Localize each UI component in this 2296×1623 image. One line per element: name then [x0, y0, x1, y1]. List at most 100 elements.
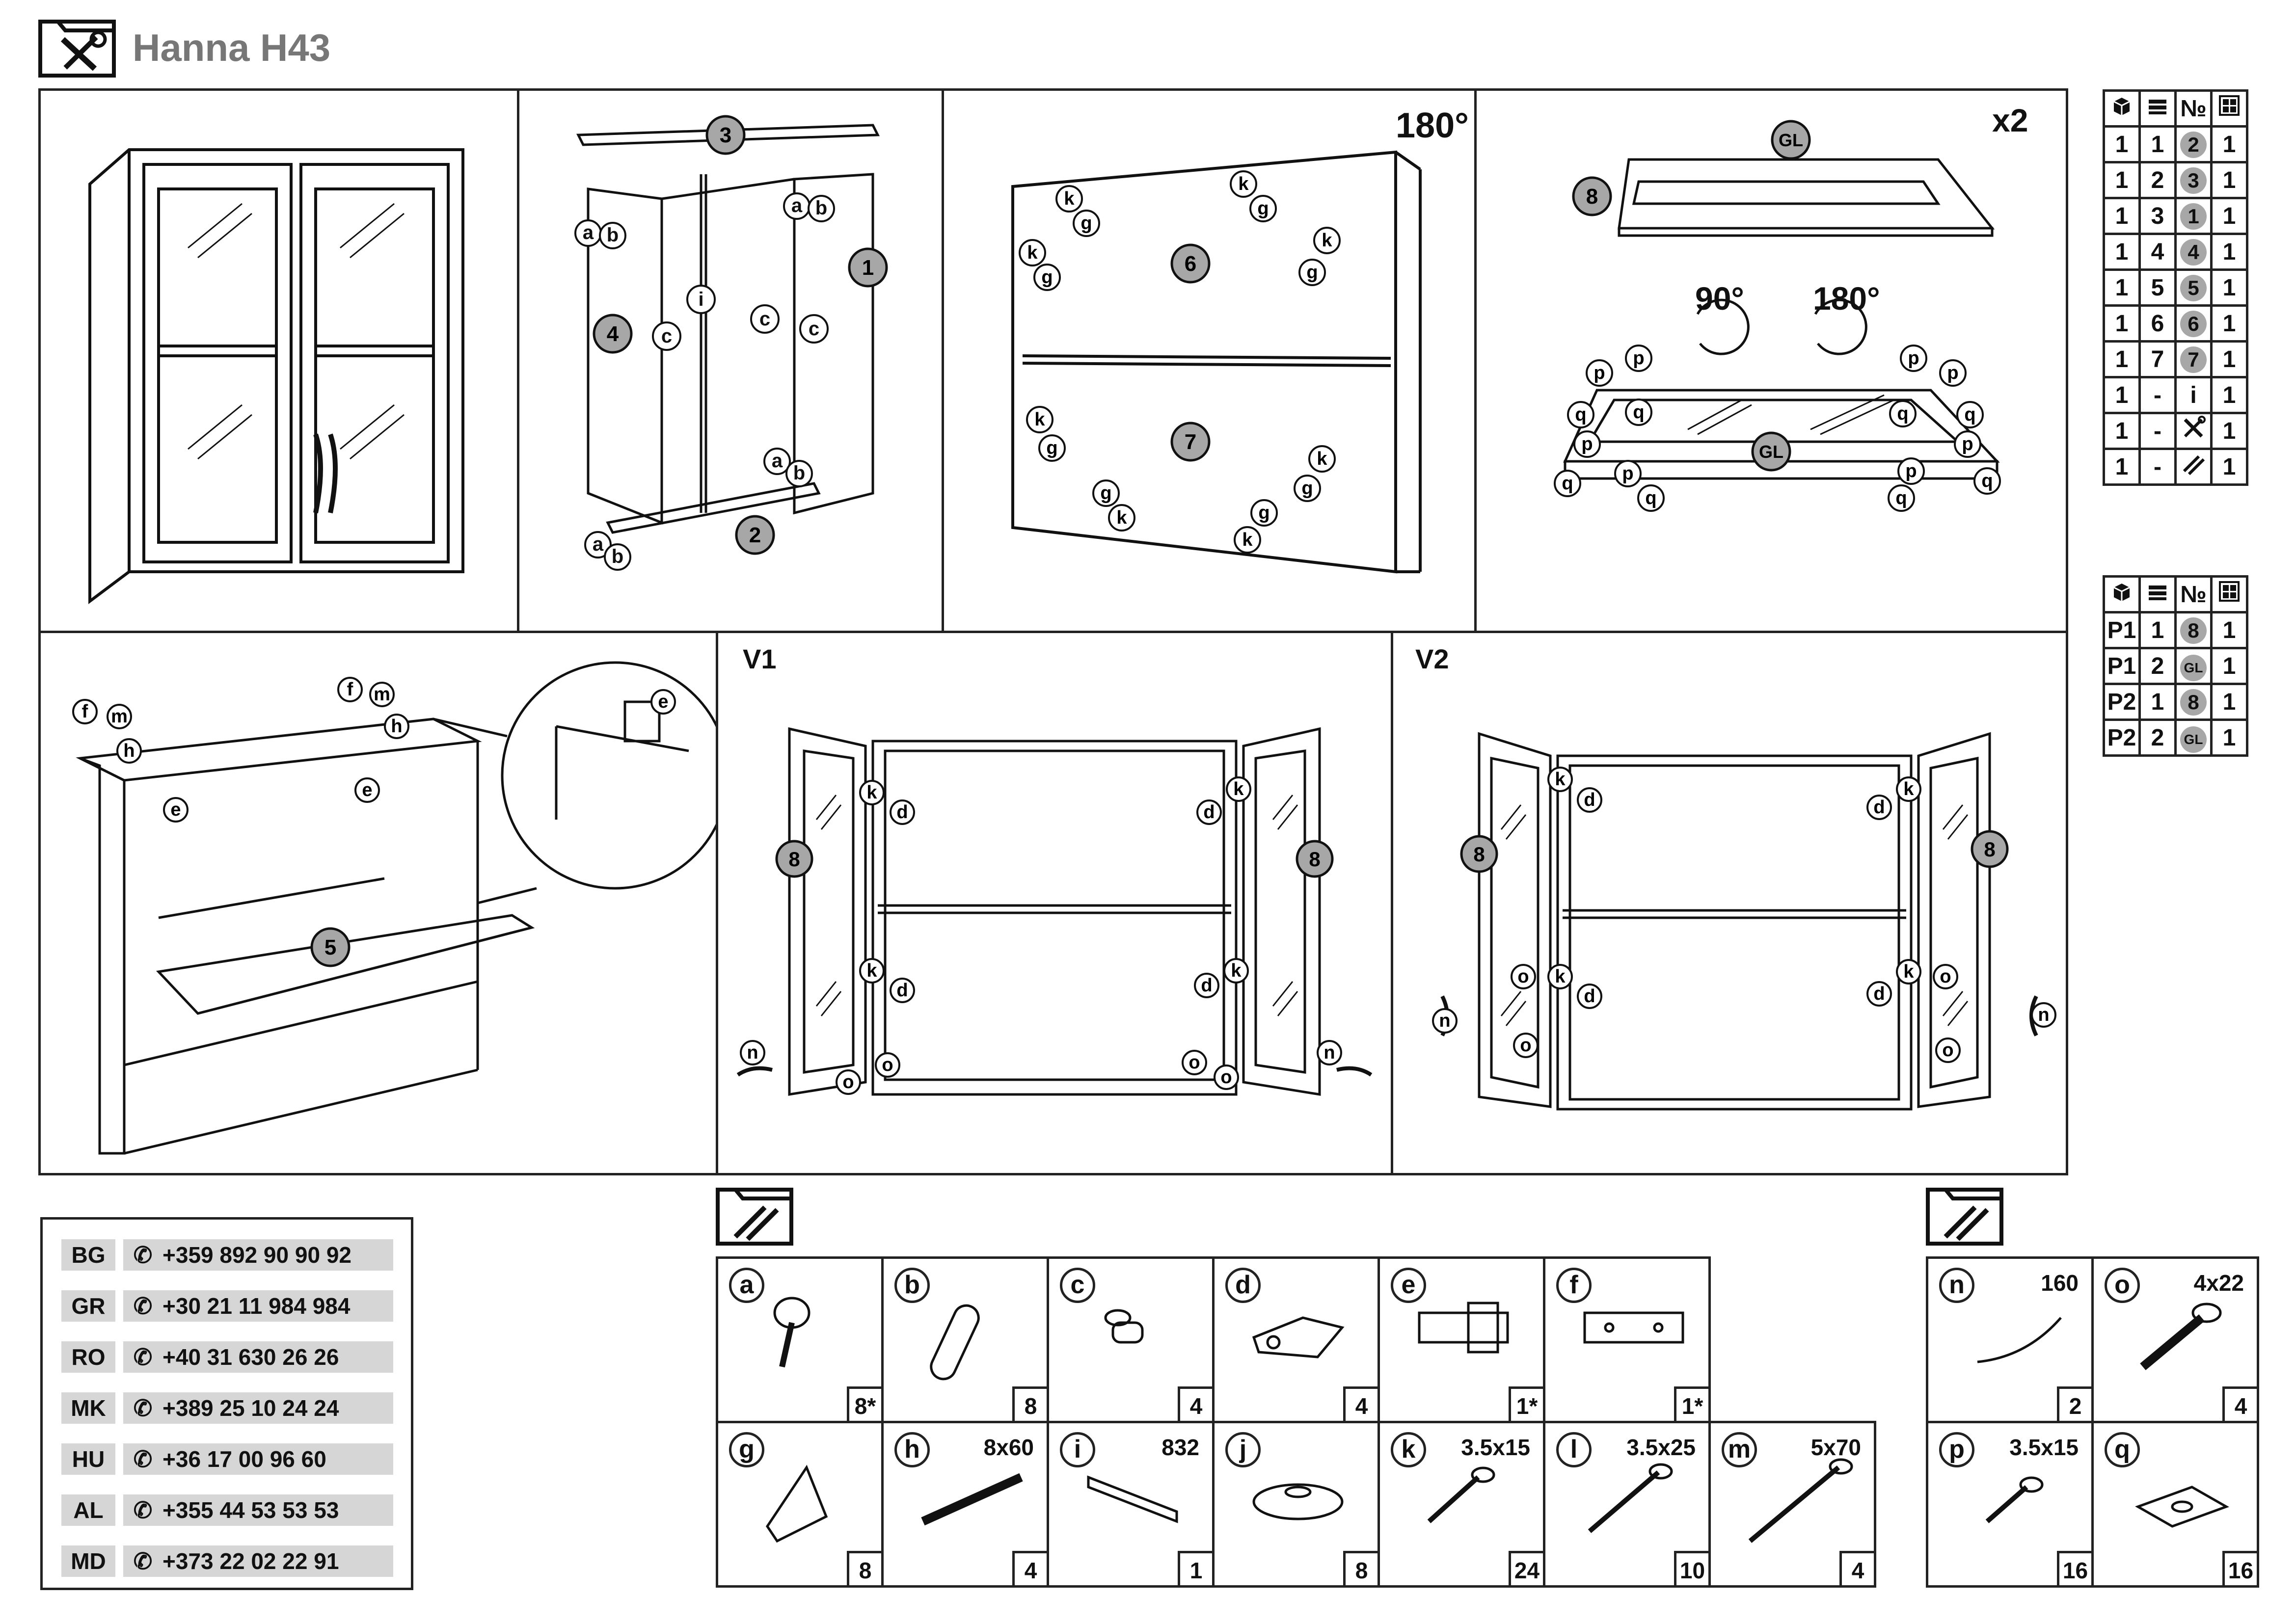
hardware-quantity: 16 [2222, 1551, 2257, 1585]
svg-text:k: k [1242, 530, 1253, 550]
table-cell: 2 [2138, 647, 2177, 685]
table-cell: 1 [2210, 197, 2248, 235]
svg-text:g: g [1046, 438, 1057, 458]
table-cell: - [2138, 412, 2177, 450]
table-cell: 1 [2174, 197, 2213, 235]
part-number-badge: GL [2180, 726, 2207, 753]
table-cell: 6 [2138, 304, 2177, 343]
hardware-size: 8x60 [983, 1435, 1034, 1460]
svg-text:2: 2 [749, 523, 761, 547]
svg-text:k: k [1027, 242, 1038, 263]
svg-text:g: g [1100, 483, 1111, 504]
phone-icon: ✆ [133, 1548, 153, 1574]
svg-text:GL: GL [1759, 442, 1783, 462]
part-8-label-v2-right: 8 [1971, 830, 2009, 868]
step-4-panel: GL 8 GL p p p p q q q q p p q q p q p q … [1474, 88, 2068, 633]
part-5-label: 5 [310, 927, 351, 967]
table-cell: 1 [2210, 611, 2248, 649]
svg-text:8: 8 [788, 848, 800, 871]
page-title: Hanna H43 [133, 26, 331, 69]
svg-text:k: k [866, 960, 877, 981]
phone-icon: ✆ [133, 1497, 153, 1523]
tools-icon [38, 20, 116, 78]
table-cell: 1 [2103, 161, 2141, 199]
hardware-size: 3.5x15 [2009, 1435, 2079, 1460]
hardware-letter: p [1939, 1432, 1974, 1467]
svg-text:k: k [1238, 174, 1249, 194]
header-number: № [2174, 575, 2213, 613]
tools-icon [2184, 416, 2206, 438]
hardware-letter: k [1391, 1432, 1426, 1467]
back-panel-diagram: 6 7 k g k g k g k g k g k g g k g k [1011, 150, 1422, 574]
table-cell: 2 [2174, 125, 2213, 163]
table-cell: 1 [2138, 611, 2177, 649]
hardware-quantity: 4 [2222, 1386, 2257, 1421]
rotation-label: 180° [1396, 106, 1469, 145]
svg-text:k: k [1231, 960, 1242, 981]
hardware-letter: c [1060, 1268, 1095, 1303]
phone-icon: ✆ [133, 1293, 153, 1319]
part-number-badge: 7 [2180, 346, 2207, 373]
svg-text:o: o [882, 1055, 893, 1075]
grid-icon [2210, 89, 2248, 128]
table-cell: 7 [2138, 340, 2177, 378]
svg-text:8: 8 [1309, 848, 1320, 871]
svg-text:q: q [1964, 404, 1975, 425]
hardware-letter: n [1939, 1268, 1974, 1303]
table-cell: 1 [2138, 125, 2177, 163]
table-cell: GL [2174, 718, 2213, 757]
table-cell: 1 [2103, 376, 2141, 414]
svg-text:p: p [1905, 461, 1917, 481]
svg-text:d: d [1584, 986, 1595, 1007]
part-8-label-v1-right: 8 [1296, 840, 1334, 878]
svg-text:a: a [791, 195, 803, 216]
cabinet-front-view [88, 148, 464, 604]
svg-text:n: n [1324, 1042, 1335, 1063]
table-cell: 1 [2210, 125, 2248, 163]
svg-text:k: k [1034, 409, 1045, 430]
screws-icon [2183, 455, 2205, 476]
variant-v2-label: V2 [1415, 643, 1449, 674]
carcass-assembly-diagram: 3 4 1 2 c i c c a b a b a b a b [574, 115, 888, 571]
svg-text:g: g [1041, 267, 1053, 288]
stack-icon [2138, 575, 2177, 613]
step-5-panel: 5 f m h f m h e e e [38, 631, 721, 1175]
step-1-panel [38, 88, 519, 633]
svg-text:8: 8 [1984, 838, 1995, 861]
table-cell: 5 [2138, 268, 2177, 307]
table-cell: - [2138, 448, 2177, 486]
table-row: 1-1 [2103, 412, 2248, 450]
table-cell: 1 [2210, 376, 2248, 414]
svg-text:m: m [111, 706, 128, 727]
phone-number: ✆+40 31 630 26 26 [123, 1341, 393, 1373]
part-3-label: 3 [705, 115, 746, 155]
svg-text:o: o [1517, 966, 1529, 987]
glass-door-diagram: GL 8 GL p p p p q q q q p p q q p q p q [1554, 120, 2001, 512]
svg-text:b: b [815, 197, 827, 219]
svg-text:h: h [123, 741, 135, 761]
hardware-letter: e [1391, 1268, 1426, 1303]
svg-text:6: 6 [1185, 252, 1196, 276]
part-number-badge: 5 [2180, 275, 2207, 301]
svg-text:k: k [1317, 449, 1327, 469]
country-code: MD [61, 1545, 115, 1577]
table-cell: 8 [2174, 683, 2213, 721]
svg-text:k: k [1903, 779, 1914, 799]
svg-text:d: d [896, 980, 908, 1001]
variant-v1-label: V1 [743, 643, 777, 674]
table-cell [2174, 412, 2213, 450]
table-cell: 8 [2174, 611, 2213, 649]
svg-text:q: q [1897, 403, 1908, 424]
table-cell: P1 [2103, 647, 2141, 685]
table-cell: 2 [2138, 161, 2177, 199]
hardware-quantity: 2 [2057, 1386, 2091, 1421]
